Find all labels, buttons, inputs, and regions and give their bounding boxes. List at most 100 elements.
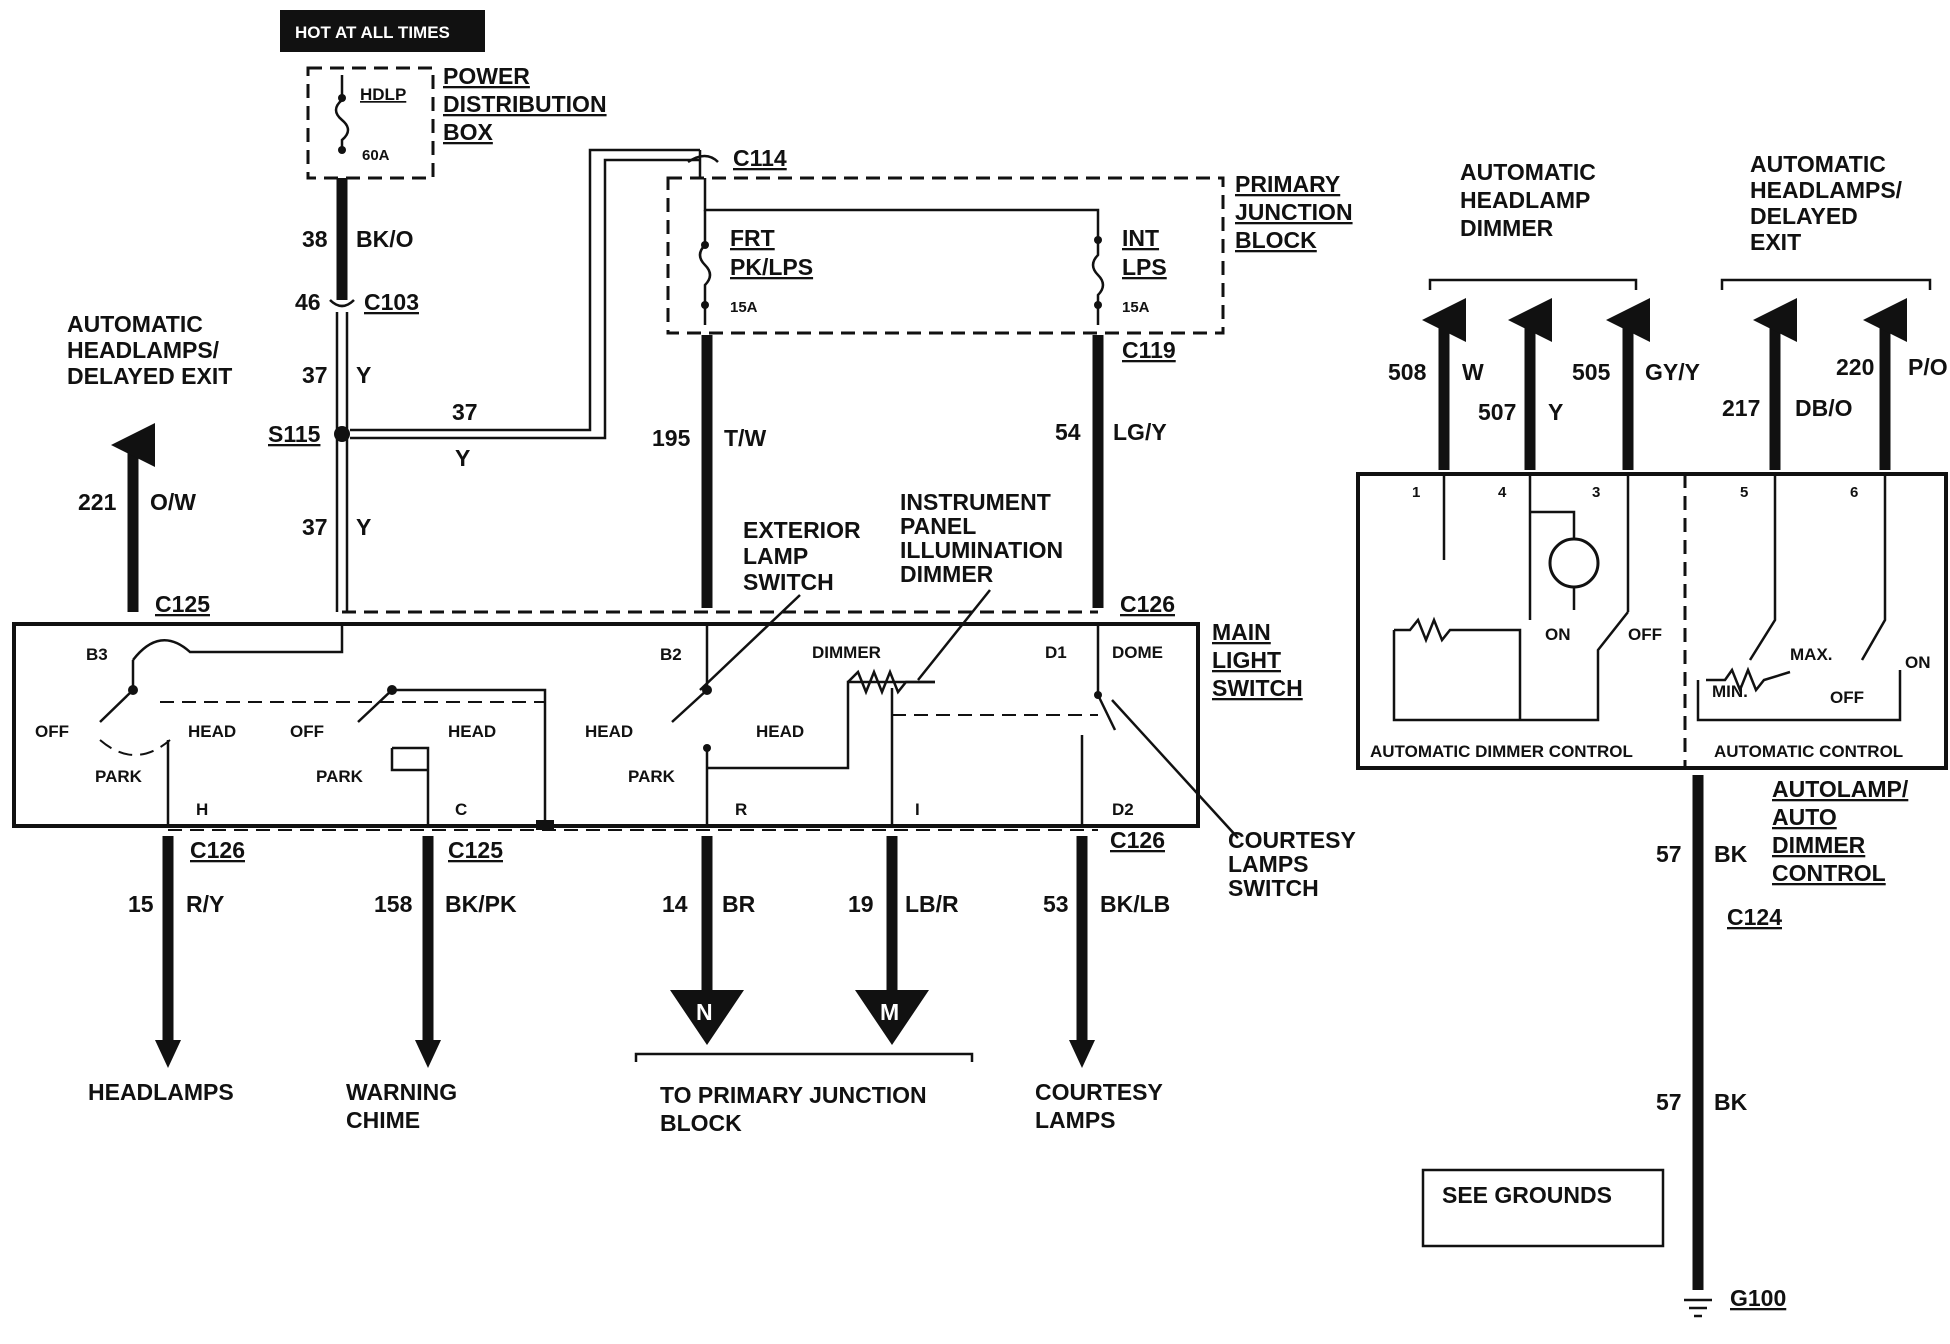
hot-badge-text: HOT AT ALL TIMES (295, 23, 450, 42)
arrow-courtesy-icon (1069, 1040, 1095, 1068)
wire-37b-num: 37 (302, 514, 328, 540)
callout-exterior-3: SWITCH (743, 569, 834, 595)
auto-control-box (1356, 472, 1948, 770)
connector-m-icon (855, 990, 929, 1045)
module-label-1: AUTOLAMP/ (1772, 776, 1909, 802)
wire-15-color: R/Y (186, 891, 224, 917)
wire-57a-color: BK (1714, 841, 1748, 867)
right-adc: AUTOMATIC DIMMER CONTROL (1370, 742, 1633, 761)
wire-158-color: BK/PK (445, 891, 517, 917)
wire-508-num: 508 (1388, 359, 1427, 385)
wire-19-color: LB/R (905, 891, 959, 917)
delayed-exit-rheostat-icon (1706, 474, 1791, 694)
b3-link (132, 626, 344, 661)
wire-505-color: GY/Y (1645, 359, 1700, 385)
courtesy-switch-blade-icon (1096, 694, 1117, 731)
c103-connector-icon (329, 299, 355, 308)
pin-4: 4 (1498, 484, 1507, 501)
wire-37a-num: 37 (302, 362, 328, 388)
module-label-2: AUTO (1772, 804, 1837, 830)
pjb-fuse-left-rating: 15A (730, 299, 758, 316)
sw-d1: D1 (1045, 643, 1067, 662)
sw-h: H (196, 800, 208, 819)
wire-14-color: BR (722, 891, 756, 917)
see-grounds-text: SEE GROUNDS (1442, 1182, 1612, 1208)
wire-57a-num: 57 (1656, 841, 1682, 867)
dimmer-title-2: HEADLAMP (1460, 187, 1590, 213)
pjb-fuse-left-1: FRT (730, 225, 775, 251)
sw-head3b: HEAD (756, 722, 804, 741)
callout-ipd-4: DIMMER (900, 561, 994, 587)
callout-courtesy-3: SWITCH (1228, 875, 1319, 901)
right-on1: ON (1545, 625, 1571, 644)
callout-courtesy-arrow (1111, 699, 1239, 839)
wire-195-num: 195 (652, 425, 691, 451)
arrow-headlamps-icon (155, 1040, 181, 1068)
main-light-3: SWITCH (1212, 675, 1303, 701)
wire-220-color: P/O (1908, 354, 1948, 380)
delayed-title-2: HEADLAMPS/ (1750, 177, 1903, 203)
splice-s115-icon (334, 426, 350, 442)
sw-park2: PARK (316, 767, 364, 786)
wire-57b-color: BK (1714, 1089, 1748, 1115)
delayed-title-1: AUTOMATIC (1750, 151, 1886, 177)
wire-158-num: 158 (374, 891, 413, 917)
main-light-1: MAIN (1212, 619, 1271, 645)
wire-38-color: BK/O (356, 226, 414, 252)
dest-pjb-2: BLOCK (660, 1110, 742, 1136)
sw-d2: D2 (1112, 800, 1134, 819)
dimmer-rheostat-icon (847, 668, 935, 696)
ground-g100-icon (1684, 1298, 1712, 1318)
connector-c119: C119 (1122, 337, 1176, 363)
dimmer-title-1: AUTOMATIC (1460, 159, 1596, 185)
wire-221-color: O/W (150, 489, 196, 515)
wire-38-num: 38 (302, 226, 328, 252)
sw-head3: HEAD (585, 722, 633, 741)
callout-ipd-arrow (917, 589, 991, 681)
pjb-fuse-right-rating: 15A (1122, 299, 1150, 316)
sw-r: R (735, 800, 747, 819)
right-off1: OFF (1628, 625, 1662, 644)
wire-505-num: 505 (1572, 359, 1611, 385)
wire-57b-num: 57 (1656, 1089, 1682, 1115)
wire-14-num: 14 (662, 891, 688, 917)
module-label-4: CONTROL (1772, 860, 1886, 886)
dest-chime-2: CHIME (346, 1107, 420, 1133)
pjb-fuse-left-2: PK/LPS (730, 254, 813, 280)
see-grounds-box[interactable] (1421, 1168, 1665, 1248)
wire-54-num: 54 (1055, 419, 1081, 445)
sw-dimmer: DIMMER (812, 643, 881, 662)
wire-37b-color: Y (356, 514, 371, 540)
connector-c125-b: C125 (448, 837, 503, 863)
sw-dome: DOME (1112, 643, 1163, 662)
sw1-blade-icon (99, 689, 134, 723)
pin-5: 5 (1740, 484, 1748, 501)
callout-exterior-arrow (699, 594, 801, 691)
photocell-icon (1548, 537, 1600, 589)
right-min: MIN. (1712, 682, 1748, 701)
delayed-title-4: EXIT (1750, 229, 1801, 255)
wire-507-color: Y (1548, 399, 1563, 425)
connector-c103: C103 (364, 289, 419, 315)
callout-courtesy-1: COURTESY (1228, 827, 1356, 853)
right-on2: ON (1905, 653, 1931, 672)
sw2-chime-link (392, 688, 547, 826)
dimmer-resistor-icon (1394, 616, 1522, 720)
pdb-box (306, 66, 435, 180)
callout-ipd-2: PANEL (900, 513, 976, 539)
sw-c: C (455, 800, 467, 819)
connector-c124: C124 (1727, 904, 1782, 930)
wire-195-color: T/W (724, 425, 766, 451)
pjb-label-1: PRIMARY (1235, 171, 1340, 197)
dest-courtesy-1: COURTESY (1035, 1079, 1163, 1105)
bracket-pjb (634, 1052, 974, 1062)
ground-icon (536, 820, 554, 830)
callout-courtesy-2: LAMPS (1228, 851, 1309, 877)
left-label-3: DELAYED EXIT (67, 363, 232, 389)
delayed-title-3: DELAYED (1750, 203, 1858, 229)
pin-6: 6 (1850, 484, 1858, 501)
pjb-label-3: BLOCK (1235, 227, 1317, 253)
callout-ipd-3: ILLUMINATION (900, 537, 1063, 563)
dest-chime-1: WARNING (346, 1079, 457, 1105)
c114-connector-icon (687, 154, 719, 164)
